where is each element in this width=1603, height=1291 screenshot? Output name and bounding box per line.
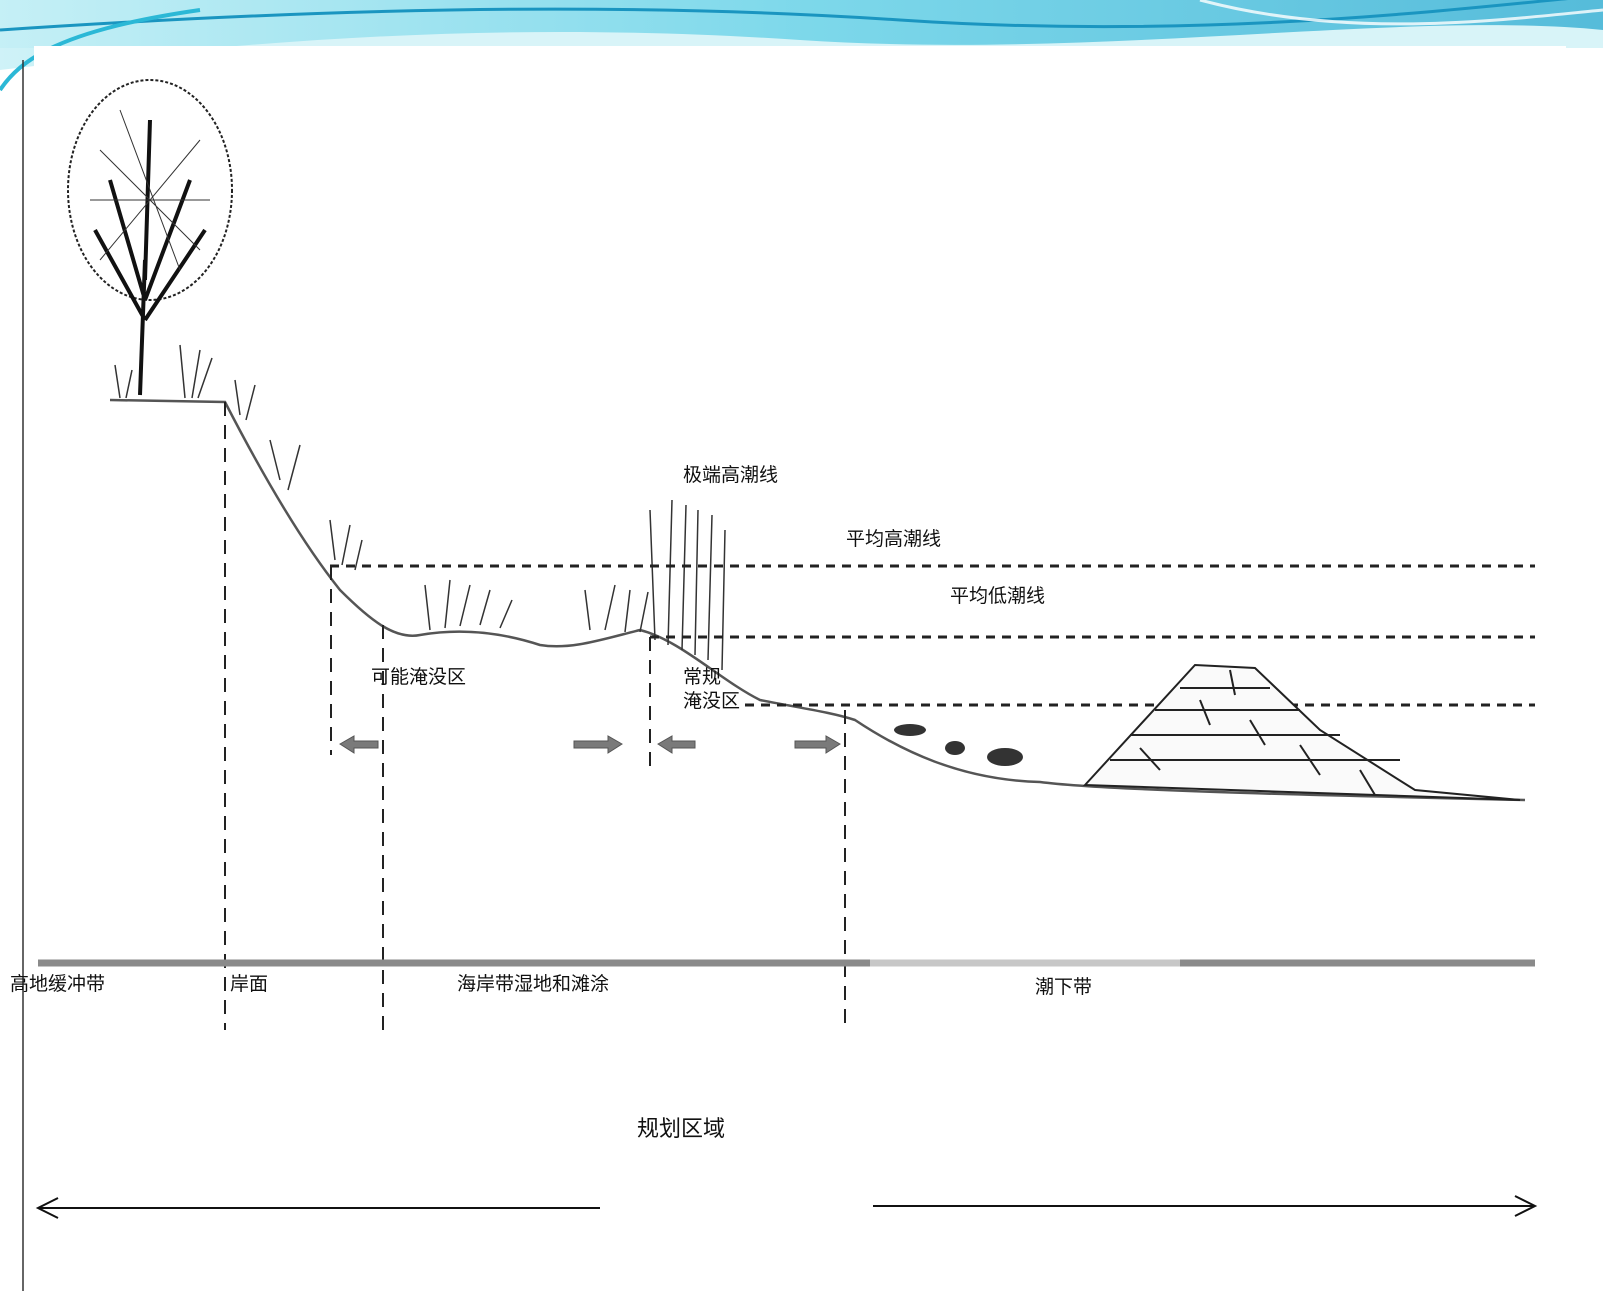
- zone-coastal-wetland: 海岸带湿地和滩涂: [457, 973, 610, 995]
- inundation-arrows: [339, 735, 841, 754]
- tree-illustration: [67, 79, 233, 396]
- mean-low-tide-label: 平均低潮线: [950, 585, 1046, 607]
- zone-upland-buffer: 高地缓冲带: [10, 973, 106, 995]
- zone-boundaries: [224, 402, 846, 1030]
- terrain-profile: [109, 398, 1526, 802]
- regular-inundation-label: 常规 淹没区: [683, 666, 741, 712]
- content-panel: [34, 46, 1566, 1076]
- extreme-high-tide-label: 极端高潮线: [683, 464, 779, 486]
- marine-creatures: [894, 724, 1023, 766]
- rock-pile: [1082, 663, 1521, 801]
- zone-bank: 岸面: [230, 973, 269, 995]
- possible-inundation-label: 可能淹没区: [371, 666, 467, 688]
- mean-high-tide-label: 平均高潮线: [846, 528, 942, 550]
- vegetation: [114, 344, 726, 671]
- planning-area-label: 规划区域: [637, 1117, 726, 1142]
- tide-lines: [330, 564, 1535, 707]
- planning-area-arrows: [35, 1195, 1538, 1219]
- zone-subtidal: 潮下带: [1035, 976, 1093, 998]
- header-wave: [0, 0, 1603, 92]
